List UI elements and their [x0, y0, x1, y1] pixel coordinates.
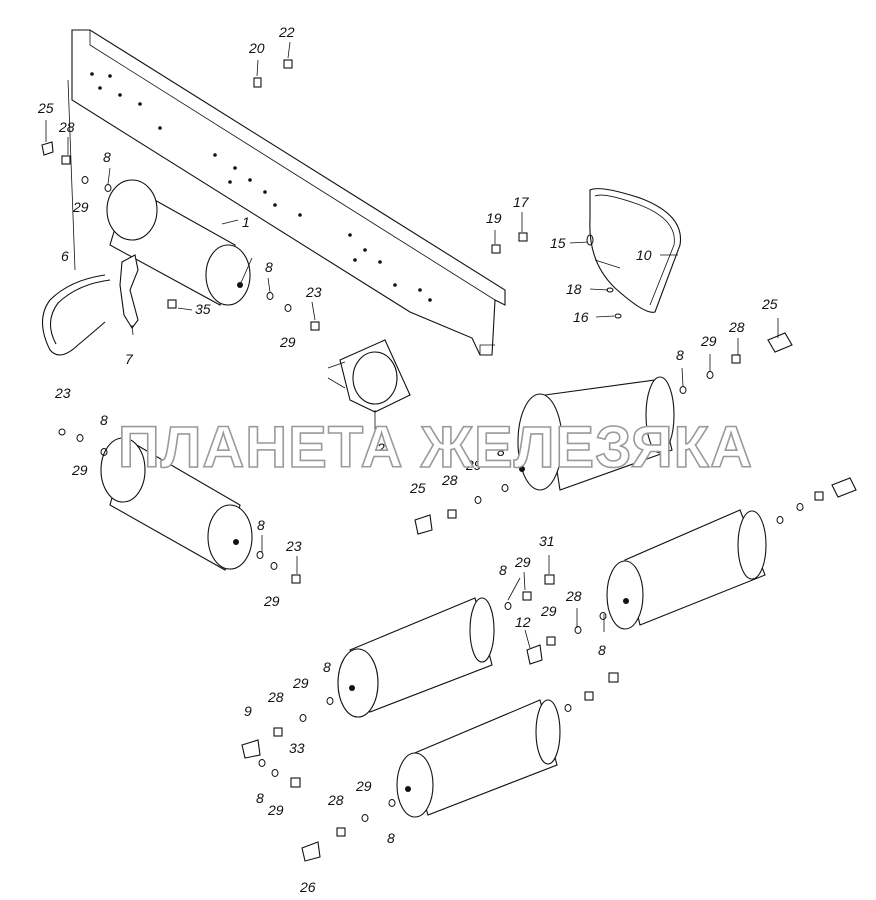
part-label-29: 29 — [355, 778, 372, 794]
air-receiver-lower-right — [606, 509, 767, 630]
part-label-6: 6 — [61, 248, 69, 264]
mounting-bracket — [327, 339, 411, 413]
part-label-1: 1 — [242, 214, 250, 230]
air-receiver-lower-middle — [337, 597, 495, 718]
small-parts — [41, 59, 857, 862]
part-labels: 22 20 25 28 8 29 1 6 8 23 35 29 7 17 19 … — [37, 24, 778, 895]
part-label-29: 29 — [71, 462, 88, 478]
part-label-28: 28 — [267, 689, 284, 705]
part-label-35: 35 — [195, 301, 211, 317]
hose-and-bracket — [41, 254, 139, 356]
part-label-29: 29 — [263, 593, 280, 609]
part-label-8: 8 — [387, 830, 395, 846]
part-label-29: 29 — [700, 333, 717, 349]
leader-lines — [45, 41, 779, 649]
part-label-23: 23 — [305, 284, 322, 300]
part-label-28: 28 — [728, 319, 745, 335]
part-label-20: 20 — [248, 40, 265, 56]
part-label-29: 29 — [540, 603, 557, 619]
part-label-29: 29 — [465, 457, 482, 473]
part-label-8: 8 — [676, 347, 684, 363]
air-receiver-right — [517, 376, 675, 491]
part-label-7: 7 — [125, 351, 134, 367]
part-label-28: 28 — [327, 792, 344, 808]
part-label-19: 19 — [486, 210, 502, 226]
part-label-8: 8 — [497, 443, 505, 459]
air-receiver-bottom — [396, 699, 561, 818]
watermark-text: ПЛАНЕТА ЖЕЛЕЗЯКА — [118, 415, 753, 480]
beam-holes — [90, 72, 432, 302]
part-label-15: 15 — [550, 235, 566, 251]
part-label-25: 25 — [761, 296, 778, 312]
part-label-29: 29 — [267, 802, 284, 818]
part-label-8: 8 — [598, 642, 606, 658]
part-label-8: 8 — [323, 659, 331, 675]
part-label-8: 8 — [100, 412, 108, 428]
part-label-23: 23 — [54, 385, 71, 401]
part-label-8: 8 — [499, 562, 507, 578]
part-label-26: 26 — [299, 879, 316, 895]
part-label-8: 8 — [103, 149, 111, 165]
part-label-17: 17 — [513, 194, 530, 210]
part-label-2: 2 — [376, 440, 385, 456]
part-label-23: 23 — [285, 538, 302, 554]
part-label-12: 12 — [515, 614, 531, 630]
air-receiver-left — [100, 437, 253, 571]
part-label-29: 29 — [292, 675, 309, 691]
frame-cross-member — [71, 29, 506, 356]
part-label-16: 16 — [573, 309, 589, 325]
part-label-18: 18 — [566, 281, 582, 297]
part-label-22: 22 — [278, 24, 295, 40]
receiver-cover — [589, 188, 682, 313]
part-label-31: 31 — [539, 533, 555, 549]
part-label-25: 25 — [37, 100, 54, 116]
part-label-29: 29 — [279, 334, 296, 350]
part-label-10: 10 — [636, 247, 652, 263]
part-label-29: 29 — [72, 199, 89, 215]
part-label-28: 28 — [441, 472, 458, 488]
part-label-28: 28 — [58, 119, 75, 135]
part-label-9: 9 — [244, 703, 252, 719]
part-label-8: 8 — [256, 790, 264, 806]
part-label-8: 8 — [257, 517, 265, 533]
part-label-29: 29 — [514, 554, 531, 570]
air-receiver-1 — [106, 179, 251, 306]
part-label-25: 25 — [409, 480, 426, 496]
part-label-28: 28 — [565, 588, 582, 604]
part-label-8: 8 — [265, 259, 273, 275]
part-label-33: 33 — [289, 740, 305, 756]
